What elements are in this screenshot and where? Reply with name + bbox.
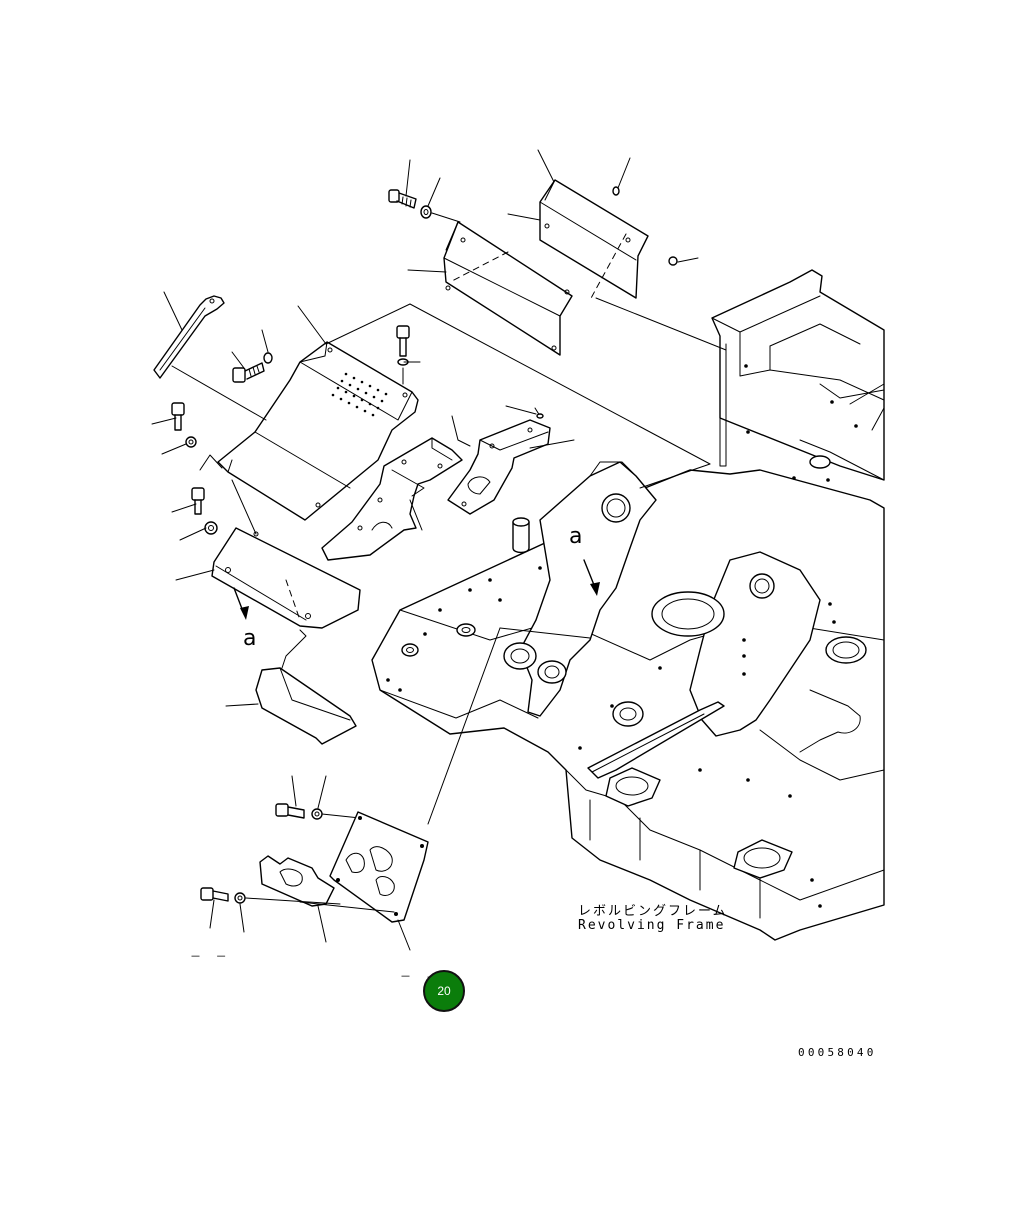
bolt-top [388, 186, 678, 266]
perforated-cover [217, 341, 419, 521]
center-bracket [321, 437, 463, 561]
left-rail [153, 295, 225, 379]
bottom-plate-large [329, 811, 429, 923]
bottom-bolt-2 [200, 887, 395, 913]
placeholder-right: － - [400, 970, 437, 983]
right-small-plate [447, 407, 551, 515]
frame-rail [587, 701, 725, 779]
revolving-frame [371, 461, 885, 941]
part-label-en: Revolving Frame [578, 918, 726, 933]
bottom-plate-small [259, 855, 335, 907]
part-label-jp: レボルビングフレーム [578, 904, 728, 919]
figure-code: 00058040 [798, 1046, 877, 1059]
upper-cover-plate [443, 221, 573, 356]
view-marker-left: a [243, 626, 257, 651]
block-piece [255, 629, 357, 745]
view-arrow-left [233, 587, 249, 620]
bracket-cover [449, 179, 649, 301]
left-bolts [171, 402, 223, 535]
view-arrow-frame [583, 559, 600, 596]
view-marker-frame: a [569, 524, 583, 549]
bottom-bolt-1 [275, 803, 361, 820]
lower-left-plate [211, 479, 361, 629]
callout-badge[interactable]: 20 [423, 970, 465, 1012]
leader-lines [151, 149, 885, 951]
cab-mount [711, 269, 885, 482]
placeholder-left: － － [190, 950, 231, 963]
